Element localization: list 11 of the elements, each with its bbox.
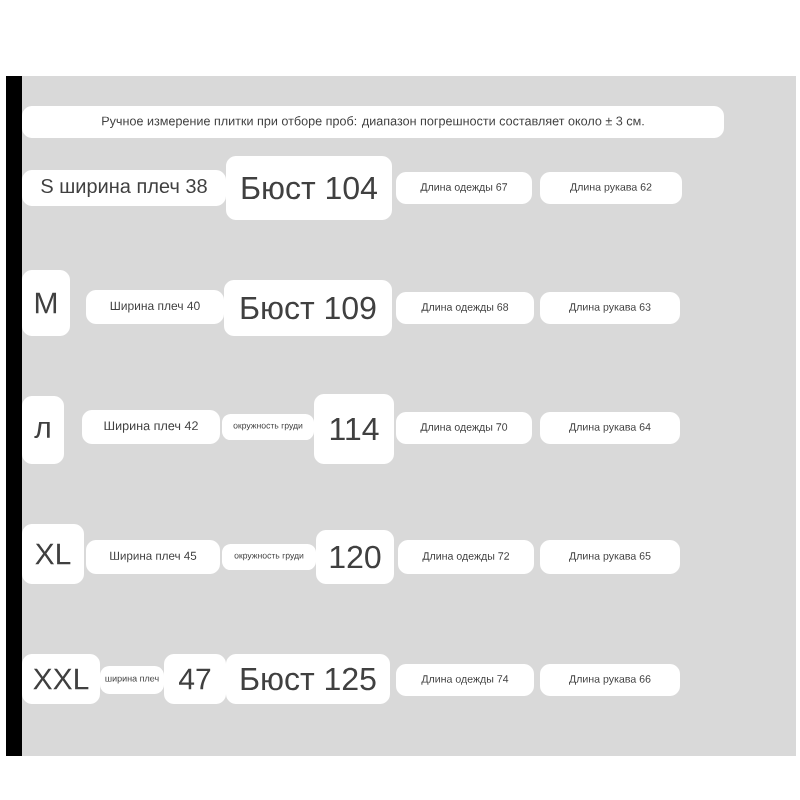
shoulder-value: 47 — [164, 654, 226, 704]
bust-label: 120 — [316, 530, 394, 584]
bust-label: 114 — [314, 394, 394, 464]
bust-label: Бюст 109 — [224, 280, 392, 336]
size-label: XXL — [22, 654, 100, 704]
bust-label: Бюст 125 — [226, 654, 390, 704]
bust-label: Бюст 104 — [226, 156, 392, 220]
size-label: л — [22, 396, 64, 464]
size-label: XL — [22, 524, 84, 584]
size-label: S ширина плеч 38 — [22, 170, 226, 206]
size-label: M — [22, 270, 70, 336]
